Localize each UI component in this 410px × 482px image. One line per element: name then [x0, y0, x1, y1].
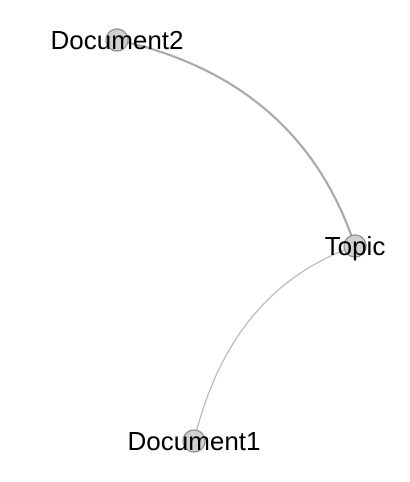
node-topic[interactable]: Topic — [325, 231, 386, 261]
node-topic-circle — [343, 234, 367, 258]
node-document1[interactable]: Document1 — [128, 426, 261, 456]
node-topic-label: Topic — [325, 231, 386, 261]
edge-document2-topic — [116, 38, 357, 247]
edge-topic-document1 — [193, 245, 356, 442]
node-document2-circle — [105, 28, 129, 52]
node-document1-label: Document1 — [128, 426, 261, 456]
node-document2[interactable]: Document2 — [51, 25, 184, 55]
node-document2-label: Document2 — [51, 25, 184, 55]
node-document1-circle — [182, 429, 206, 453]
